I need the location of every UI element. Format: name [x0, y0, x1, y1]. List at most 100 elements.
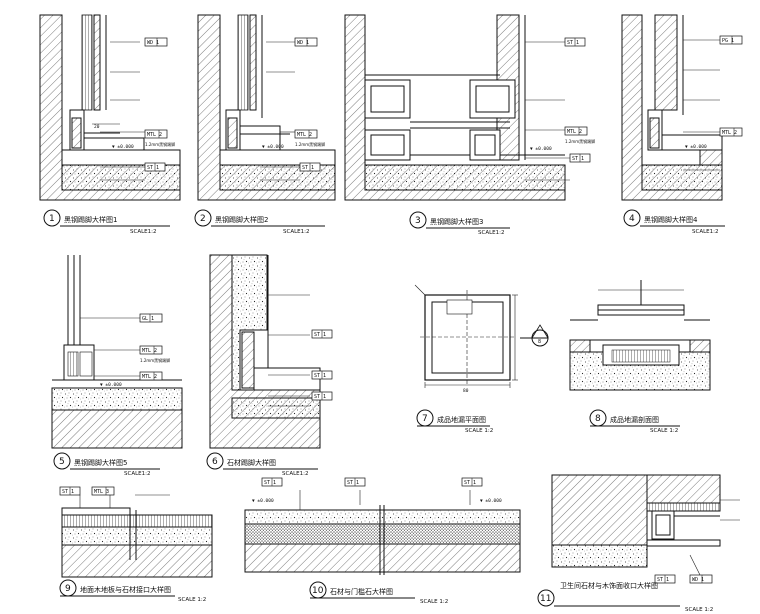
detail-5 [51, 255, 183, 449]
tag-st1-d10-a [261, 477, 283, 487]
title-block-d4 [623, 209, 725, 227]
detail-11 [551, 474, 740, 576]
detail-4 [621, 14, 723, 201]
detail-1 [39, 14, 181, 201]
title-block-d3 [409, 211, 510, 229]
title-block-d9 [59, 579, 175, 597]
detail-number-9: 9 [65, 584, 71, 594]
detail-number-1: 1 [49, 214, 55, 224]
detail-title-11: 卫生间石材与木饰面收口大样图 [560, 581, 658, 590]
tag-gl1-d5 [139, 313, 163, 323]
title-block-d8 [589, 409, 680, 427]
detail-scale-10: SCALE 1:2 [420, 599, 448, 605]
detail-number-11: 11 [540, 594, 551, 604]
tag-mtl2-d3 [564, 126, 588, 136]
tag-wd1-label-d11: WD 1 [692, 577, 704, 583]
tag-mtl2-d1 [144, 129, 168, 139]
level-d1: ▼ ±0.000 [112, 144, 134, 150]
detail-number-4: 4 [629, 214, 635, 224]
detail-number-6: 6 [212, 457, 218, 467]
tag-st1-label-d9: ST 1 [62, 489, 74, 495]
tag-st1b-d3 [569, 153, 591, 163]
detail-title-3: 黑钢踢脚大样图3 [430, 217, 483, 226]
section-marker-label: 8 [538, 339, 541, 345]
detail-scale-7: SCALE 1:2 [465, 428, 493, 434]
tag-st1-d11 [654, 574, 676, 584]
detail-number-3: 3 [415, 216, 421, 226]
detail-7 [414, 284, 518, 388]
detail-scale-1: SCALE1:2 [130, 229, 157, 235]
tag-pg1-label-d4: PG 1 [722, 38, 734, 44]
detail-6 [209, 254, 321, 449]
level-d5: ▼ ±0.000 [100, 382, 122, 388]
note-12mm-d3: 1.2mm黑钢踢脚 [565, 138, 595, 144]
tag-st1-label-d11: ST 1 [657, 577, 669, 583]
detail-scale-3: SCALE1:2 [478, 230, 505, 236]
detail-title-5: 黑钢踢脚大样图5 [74, 458, 127, 467]
tag-mtl2-d2 [294, 129, 318, 139]
detail-3 [344, 14, 570, 201]
detail-8 [569, 280, 711, 391]
dim-80-d7: 80 [463, 388, 469, 394]
tag-gl1-label-d5: GL 1 [142, 316, 154, 322]
tag-mtl3-d9 [91, 486, 115, 496]
detail-number-10: 10 [312, 586, 324, 596]
detail-number-5: 5 [59, 457, 65, 467]
level-d3: ▼ ±0.000 [530, 146, 552, 152]
title-block-d6 [206, 452, 318, 470]
title-block-d10 [309, 581, 415, 599]
tag-mtl2b-label-d5: MTL 2 [142, 374, 157, 380]
title-block-d1 [43, 209, 170, 227]
tag-mtl2-d4 [719, 127, 743, 137]
tag-st1b-d6 [311, 370, 333, 380]
tag-st1-d6 [311, 329, 333, 339]
level-d10-a: ▼ ±0.000 [252, 498, 274, 504]
tag-st1-d2 [299, 162, 321, 172]
tag-st1-d3 [564, 37, 586, 47]
tag-st1-label-d10-b: ST 1 [347, 480, 359, 486]
tag-wd1-d11 [689, 574, 713, 584]
tag-mtl3-label-d9: MTL 3 [94, 489, 109, 495]
tag-st1-label-d10-c: ST 1 [464, 480, 476, 486]
detail-title-9: 地面木地板与石材接口大样图 [80, 585, 171, 594]
detail-scale-2: SCALE1:2 [283, 229, 310, 235]
detail-title-7: 成品地漏平面图 [437, 415, 486, 424]
note-12mm-d2: 1.2mm黑钢踢脚 [295, 141, 325, 147]
tag-st1b-label-d3: ST 1 [572, 156, 584, 162]
detail-10 [244, 490, 521, 575]
tag-mtl2-label-d1: MTL 2 [147, 132, 162, 138]
detail-scale-6: SCALE1:2 [282, 471, 309, 477]
detail-number-8: 8 [595, 414, 601, 424]
tag-st1c-label-d6: ST 1 [314, 394, 326, 400]
tag-st1-label-d1: ST 1 [147, 165, 159, 171]
tag-st1c-d6 [311, 391, 333, 401]
tag-mtl2-label-d3: MTL 2 [567, 129, 582, 135]
note-12mm-d5: 1.2mm黑钢踢脚 [140, 357, 170, 363]
tag-st1-label-d3: ST 1 [567, 40, 579, 46]
title-block-d11 [537, 589, 680, 607]
level-d2: ▼ ±0.000 [262, 144, 284, 150]
note-12mm-d1: 1.2mm黑钢踢脚 [145, 141, 175, 147]
detail-title-4: 黑钢踢脚大样图4 [644, 215, 698, 224]
tag-mtl2-label-d5: MTL 2 [142, 348, 157, 354]
title-block-d2 [194, 209, 325, 227]
title-block-d7 [416, 409, 490, 427]
dim-20-d1: 20 [94, 124, 100, 130]
detail-scale-4: SCALE1:2 [692, 229, 719, 235]
detail-scale-9: SCALE 1:2 [178, 597, 206, 603]
tag-mtl2-label-d2: MTL 2 [297, 132, 312, 138]
tag-st1-d9 [59, 486, 81, 496]
tag-pg1-d4 [719, 35, 743, 45]
detail-title-2: 黑钢踢脚大样图2 [215, 215, 268, 224]
tag-st1-d1 [144, 162, 166, 172]
detail-scale-8: SCALE 1:2 [650, 428, 678, 434]
detail-scale-5: SCALE1:2 [124, 471, 151, 477]
detail-scale-11: SCALE 1:2 [685, 607, 713, 613]
tag-st1-d10-c [461, 477, 483, 487]
title-block-d5 [53, 452, 160, 470]
detail-number-7: 7 [422, 414, 428, 424]
tag-wd1-d2 [294, 37, 318, 47]
tag-wd1-d1 [144, 37, 168, 47]
tag-mtl2b-d5 [139, 371, 163, 381]
